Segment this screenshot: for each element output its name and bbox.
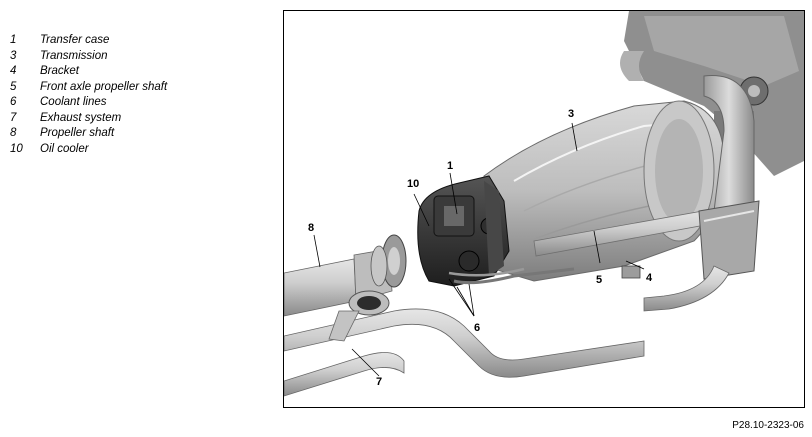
legend-number: 4 (10, 65, 17, 77)
callout-7: 7 (376, 376, 382, 388)
callout-4: 4 (646, 272, 653, 284)
legend-item: 3 Transmission (10, 49, 167, 65)
legend-item: 6 Coolant lines (10, 95, 167, 111)
legend-label: Coolant lines (40, 96, 107, 108)
exhaust-downpipe (643, 75, 760, 312)
exhaust-system (284, 290, 645, 397)
legend-label: Bracket (40, 65, 79, 77)
legend-item: 1 Transfer case (10, 33, 167, 49)
legend-label: Transmission (40, 49, 108, 62)
callout-10: 10 (407, 178, 419, 190)
legend-item: 4 Bracket (10, 64, 167, 80)
figure-id: P28.10-2323-06 (732, 420, 804, 431)
callout-6: 6 (474, 322, 480, 334)
legend-label: Front axle propeller shaft (40, 80, 168, 93)
legend-item: 10 Oil cooler (10, 142, 167, 158)
legend-number: 6 (10, 96, 17, 108)
transmission (483, 100, 725, 282)
legend-number: 5 (10, 80, 17, 93)
drivetrain-illustration: 3 1 10 8 5 4 6 7 (283, 10, 805, 408)
legend: 1 Transfer case 3 Transmission 4 Bracket… (10, 33, 167, 157)
propeller-shaft (284, 234, 407, 317)
callout-5: 5 (596, 274, 602, 286)
legend-label: Transfer case (40, 34, 110, 46)
callout-3: 3 (568, 108, 574, 120)
callout-1: 1 (447, 160, 453, 172)
bracket (621, 265, 641, 279)
coolant-lines (448, 267, 575, 285)
illustration-svg: 3 1 10 8 5 4 6 7 (284, 11, 804, 397)
legend-item: 5 Front axle propeller shaft (10, 80, 167, 96)
legend-number: 3 (10, 49, 17, 62)
legend-number: 10 (10, 142, 23, 155)
legend-label: Oil cooler (40, 142, 89, 155)
legend-number: 7 (10, 111, 17, 124)
legend-number: 8 (10, 127, 17, 139)
legend-label: Propeller shaft (40, 127, 115, 139)
transfer-case (417, 175, 510, 287)
callout-8: 8 (308, 222, 314, 234)
legend-label: Exhaust system (40, 111, 122, 124)
legend-item: 7 Exhaust system (10, 111, 167, 127)
legend-item: 8 Propeller shaft (10, 126, 167, 142)
legend-number: 1 (10, 34, 17, 46)
leader-lines (313, 122, 645, 377)
